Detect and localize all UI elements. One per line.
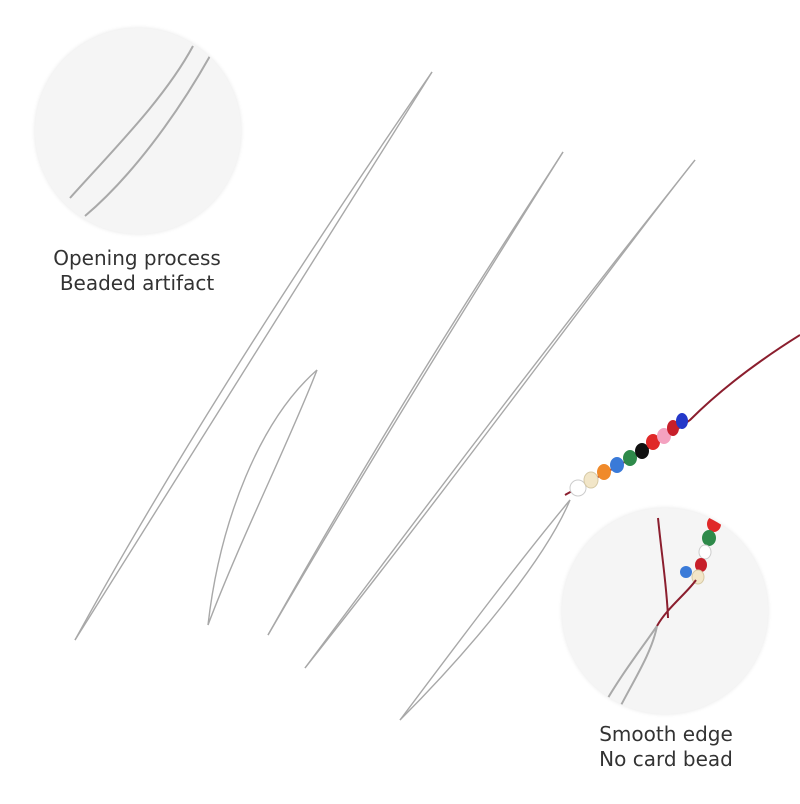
- caption-bottom-line1: Smooth edge: [599, 722, 733, 746]
- beading-needle-icon: [304, 159, 696, 669]
- caption-top-line2: Beaded artifact: [59, 271, 215, 295]
- beading-needle-icon: [74, 71, 433, 641]
- needle-eye-closeup-icon: [69, 45, 211, 217]
- seed-bead-icon: [569, 413, 688, 497]
- caption-bottom-line2: No card bead: [599, 747, 733, 771]
- beading-needle-icon: [267, 151, 564, 636]
- threaded-closeup-icon: [601, 516, 721, 714]
- caption-opening-process: Opening process Beaded artifact: [34, 246, 240, 296]
- caption-top-line1: Opening process: [53, 246, 221, 270]
- threaded-needle-icon: [399, 499, 571, 721]
- caption-smooth-edge: Smooth edge No card bead: [563, 722, 769, 772]
- zoom-circle-needle-eye: [35, 28, 241, 234]
- zoom-circle-threaded-needle: [562, 508, 768, 714]
- beading-needle-icon: [207, 369, 318, 626]
